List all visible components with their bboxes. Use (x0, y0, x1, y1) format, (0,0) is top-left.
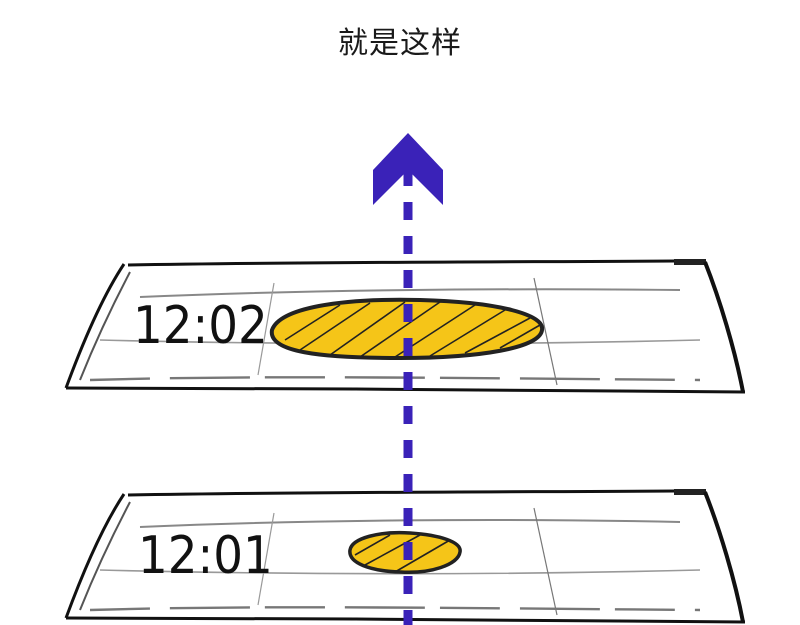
time-label-bottom: 12:01 (138, 526, 273, 586)
time-label-top: 12:02 (133, 296, 268, 356)
panel-top: 12:02 (64, 259, 746, 394)
up-arrow-icon (373, 133, 443, 625)
page-title: 就是这样 (338, 26, 462, 61)
